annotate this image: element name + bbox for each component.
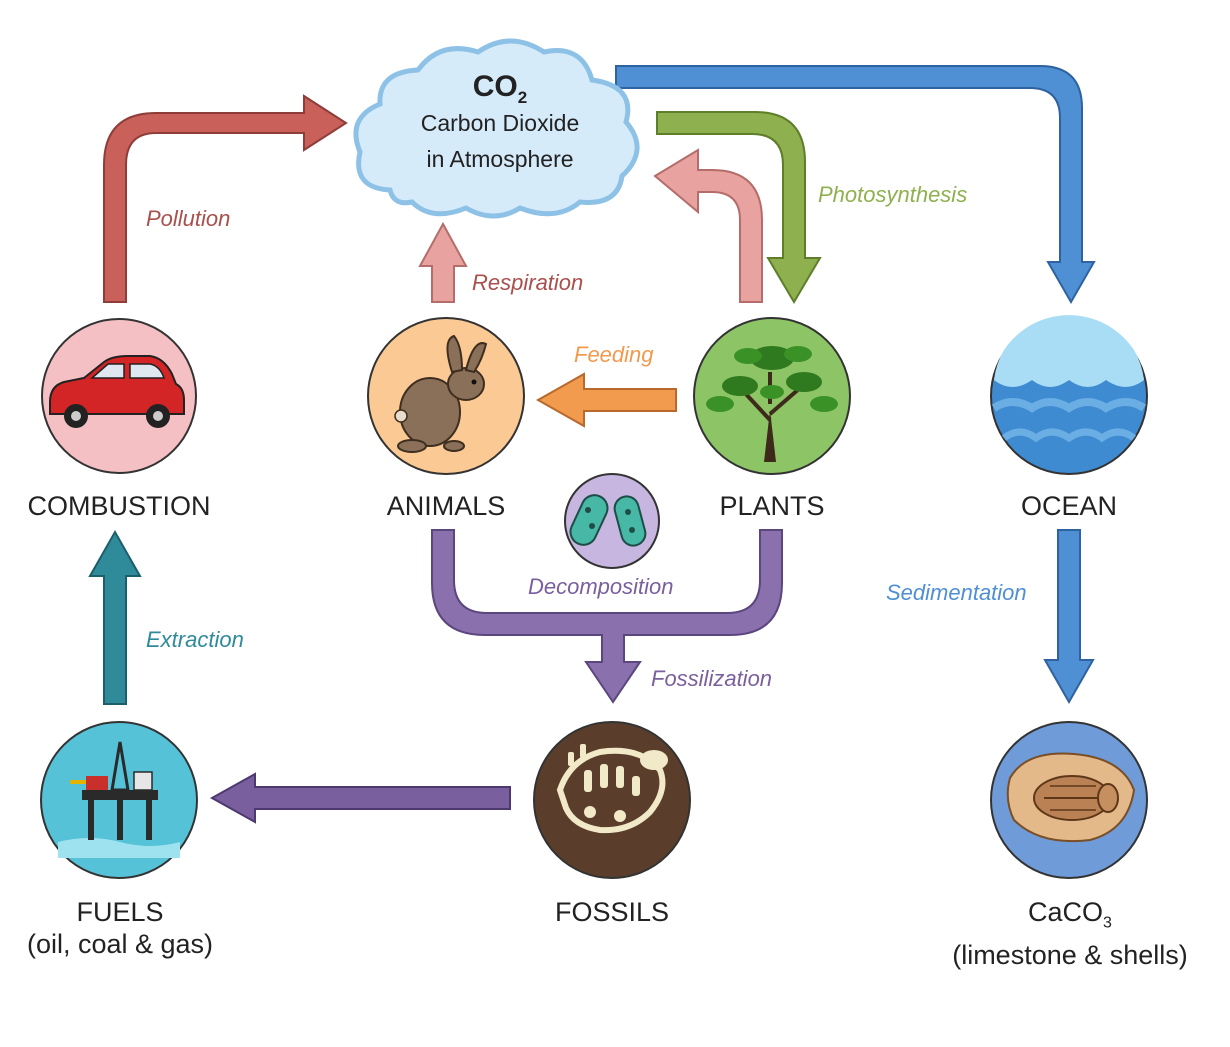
extraction-label: Extraction	[146, 627, 244, 652]
fossilization-label: Fossilization	[651, 666, 773, 691]
bacteria-icon	[569, 494, 647, 547]
waves-icon	[991, 315, 1147, 443]
trilobite-icon	[1006, 752, 1136, 843]
decomposition-arrow	[431, 529, 783, 704]
caco3-formula: CaCO3	[1028, 897, 1112, 932]
animals-node	[367, 317, 525, 475]
plants-label: PLANTS	[719, 491, 825, 521]
pollution-label: Pollution	[146, 206, 231, 231]
tree-icon	[706, 346, 838, 462]
car-icon	[49, 355, 185, 428]
atmosphere-to-ocean-arrow	[615, 65, 1096, 305]
sedimentation-arrow	[1043, 529, 1095, 705]
combustion-node	[41, 318, 197, 474]
feeding-arrow	[535, 372, 677, 428]
oil-rig-icon	[58, 741, 180, 858]
atmosphere-label-line2: in Atmosphere	[426, 146, 574, 172]
fossil-skeleton-icon	[556, 744, 668, 834]
decomposition-node	[564, 473, 660, 569]
combustion-label: COMBUSTION	[27, 491, 211, 521]
sedimentation-label: Sedimentation	[886, 580, 1027, 605]
atmosphere-cloud	[353, 38, 640, 219]
caco3-label: CaCO3 (limestone & shells)	[930, 896, 1210, 971]
feeding-label: Feeding	[574, 342, 654, 367]
rabbit-icon	[394, 334, 488, 453]
extraction-arrow	[88, 529, 142, 705]
co2-formula: CO2	[472, 70, 528, 107]
photosynthesis-arrow	[656, 111, 822, 304]
fuels-subtitle: (oil, coal & gas)	[26, 929, 214, 959]
fuels-node	[40, 721, 198, 879]
plants-node	[693, 317, 851, 475]
respiration-label: Respiration	[472, 270, 584, 295]
fuels-title: FUELS	[76, 897, 164, 927]
atmosphere-label-line1: Carbon Dioxide	[420, 110, 580, 136]
ocean-node	[990, 315, 1148, 475]
fossils-to-fuels-arrow	[209, 772, 511, 824]
fuels-label: FUELS (oil, coal & gas)	[0, 896, 250, 960]
decomposition-label: Decomposition	[528, 574, 674, 599]
animal-respiration-arrow	[418, 221, 468, 303]
plant-respiration-arrow	[653, 148, 763, 303]
ocean-label: OCEAN	[1020, 491, 1118, 521]
fossils-label: FOSSILS	[554, 897, 670, 927]
pollution-arrow	[103, 94, 348, 303]
fossils-node	[533, 721, 691, 879]
caco3-node	[990, 721, 1148, 879]
photosynthesis-label: Photosynthesis	[818, 182, 968, 207]
animals-label: ANIMALS	[386, 491, 506, 521]
caco3-detail: (limestone & shells)	[952, 940, 1188, 971]
